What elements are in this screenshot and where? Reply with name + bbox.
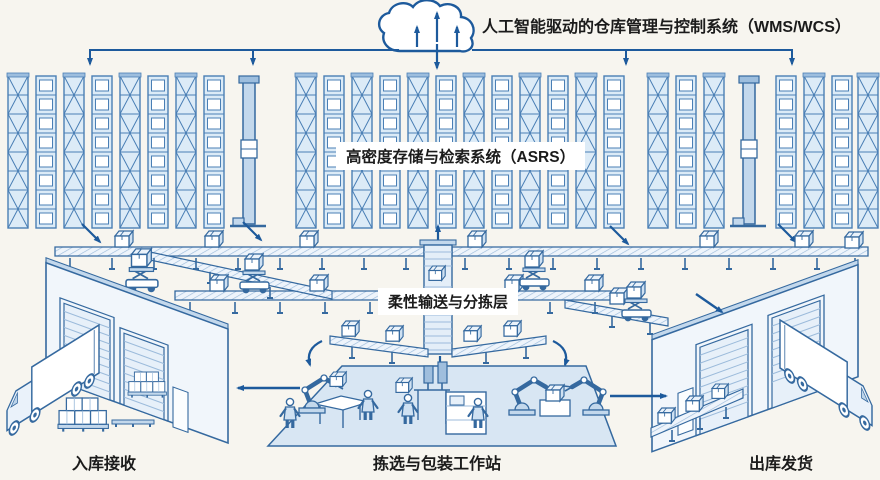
inbound-dock <box>5 256 229 445</box>
monitor <box>437 361 448 384</box>
agv-robot <box>520 251 549 290</box>
storage-rack <box>62 72 86 229</box>
stacker-crane <box>728 74 768 228</box>
storage-rack <box>118 72 142 229</box>
feed-belt-left <box>329 335 429 358</box>
storage-rack <box>6 72 30 229</box>
storage-rack <box>174 72 198 229</box>
empty-pallet <box>111 419 155 427</box>
workstation-platform <box>266 365 618 447</box>
storage-rack <box>147 75 169 229</box>
conveyor-label-badge: 柔性输送与分拣层 <box>378 288 519 315</box>
rack-to-conveyor-arrows <box>81 221 798 246</box>
asrs-label-badge: 高密度存储与检索系统（ASRS） <box>336 142 586 170</box>
storage-rack <box>802 72 826 229</box>
storage-rack <box>203 75 225 229</box>
storage-rack <box>702 72 726 229</box>
storage-rack <box>91 75 113 229</box>
inbound-label: 入库接收 <box>71 456 137 473</box>
parcel-box <box>395 377 413 393</box>
storage-rack <box>831 75 853 229</box>
storage-rack <box>775 75 797 229</box>
parcel-box <box>329 371 347 387</box>
wms-system-title: 人工智能驱动的仓库管理与控制系统（WMS/WCS） <box>482 19 851 36</box>
storage-rack <box>646 72 670 229</box>
storage-rack <box>603 75 625 229</box>
storage-rack <box>675 75 697 229</box>
personnel-door <box>172 386 189 434</box>
pedestal <box>539 399 571 417</box>
storage-rack <box>35 75 57 229</box>
storage-rack <box>294 72 318 229</box>
outbound-dock <box>650 258 874 453</box>
outbound-conveyor <box>650 388 744 438</box>
workstation-label: 拣选与包装工作站 <box>372 456 502 473</box>
flow-arrows <box>236 293 724 399</box>
feed-belt-right <box>451 335 547 358</box>
conveyor-belt-upper-right <box>451 246 869 257</box>
wms-cloud-link <box>87 0 795 70</box>
storage-rack <box>856 72 880 229</box>
cloud-icon <box>377 0 475 53</box>
control-bus-lines <box>87 49 795 66</box>
conveyor-belt-upper-left <box>54 246 425 257</box>
stacker-crane <box>228 74 268 228</box>
monitor <box>423 365 434 384</box>
picking-packing-workstation <box>266 361 618 447</box>
parcel-box <box>545 384 565 402</box>
agv-robot <box>240 254 269 293</box>
pallet-stack <box>56 396 110 433</box>
outbound-label: 出库发货 <box>748 456 814 473</box>
cloud-data-arrows <box>414 11 460 70</box>
